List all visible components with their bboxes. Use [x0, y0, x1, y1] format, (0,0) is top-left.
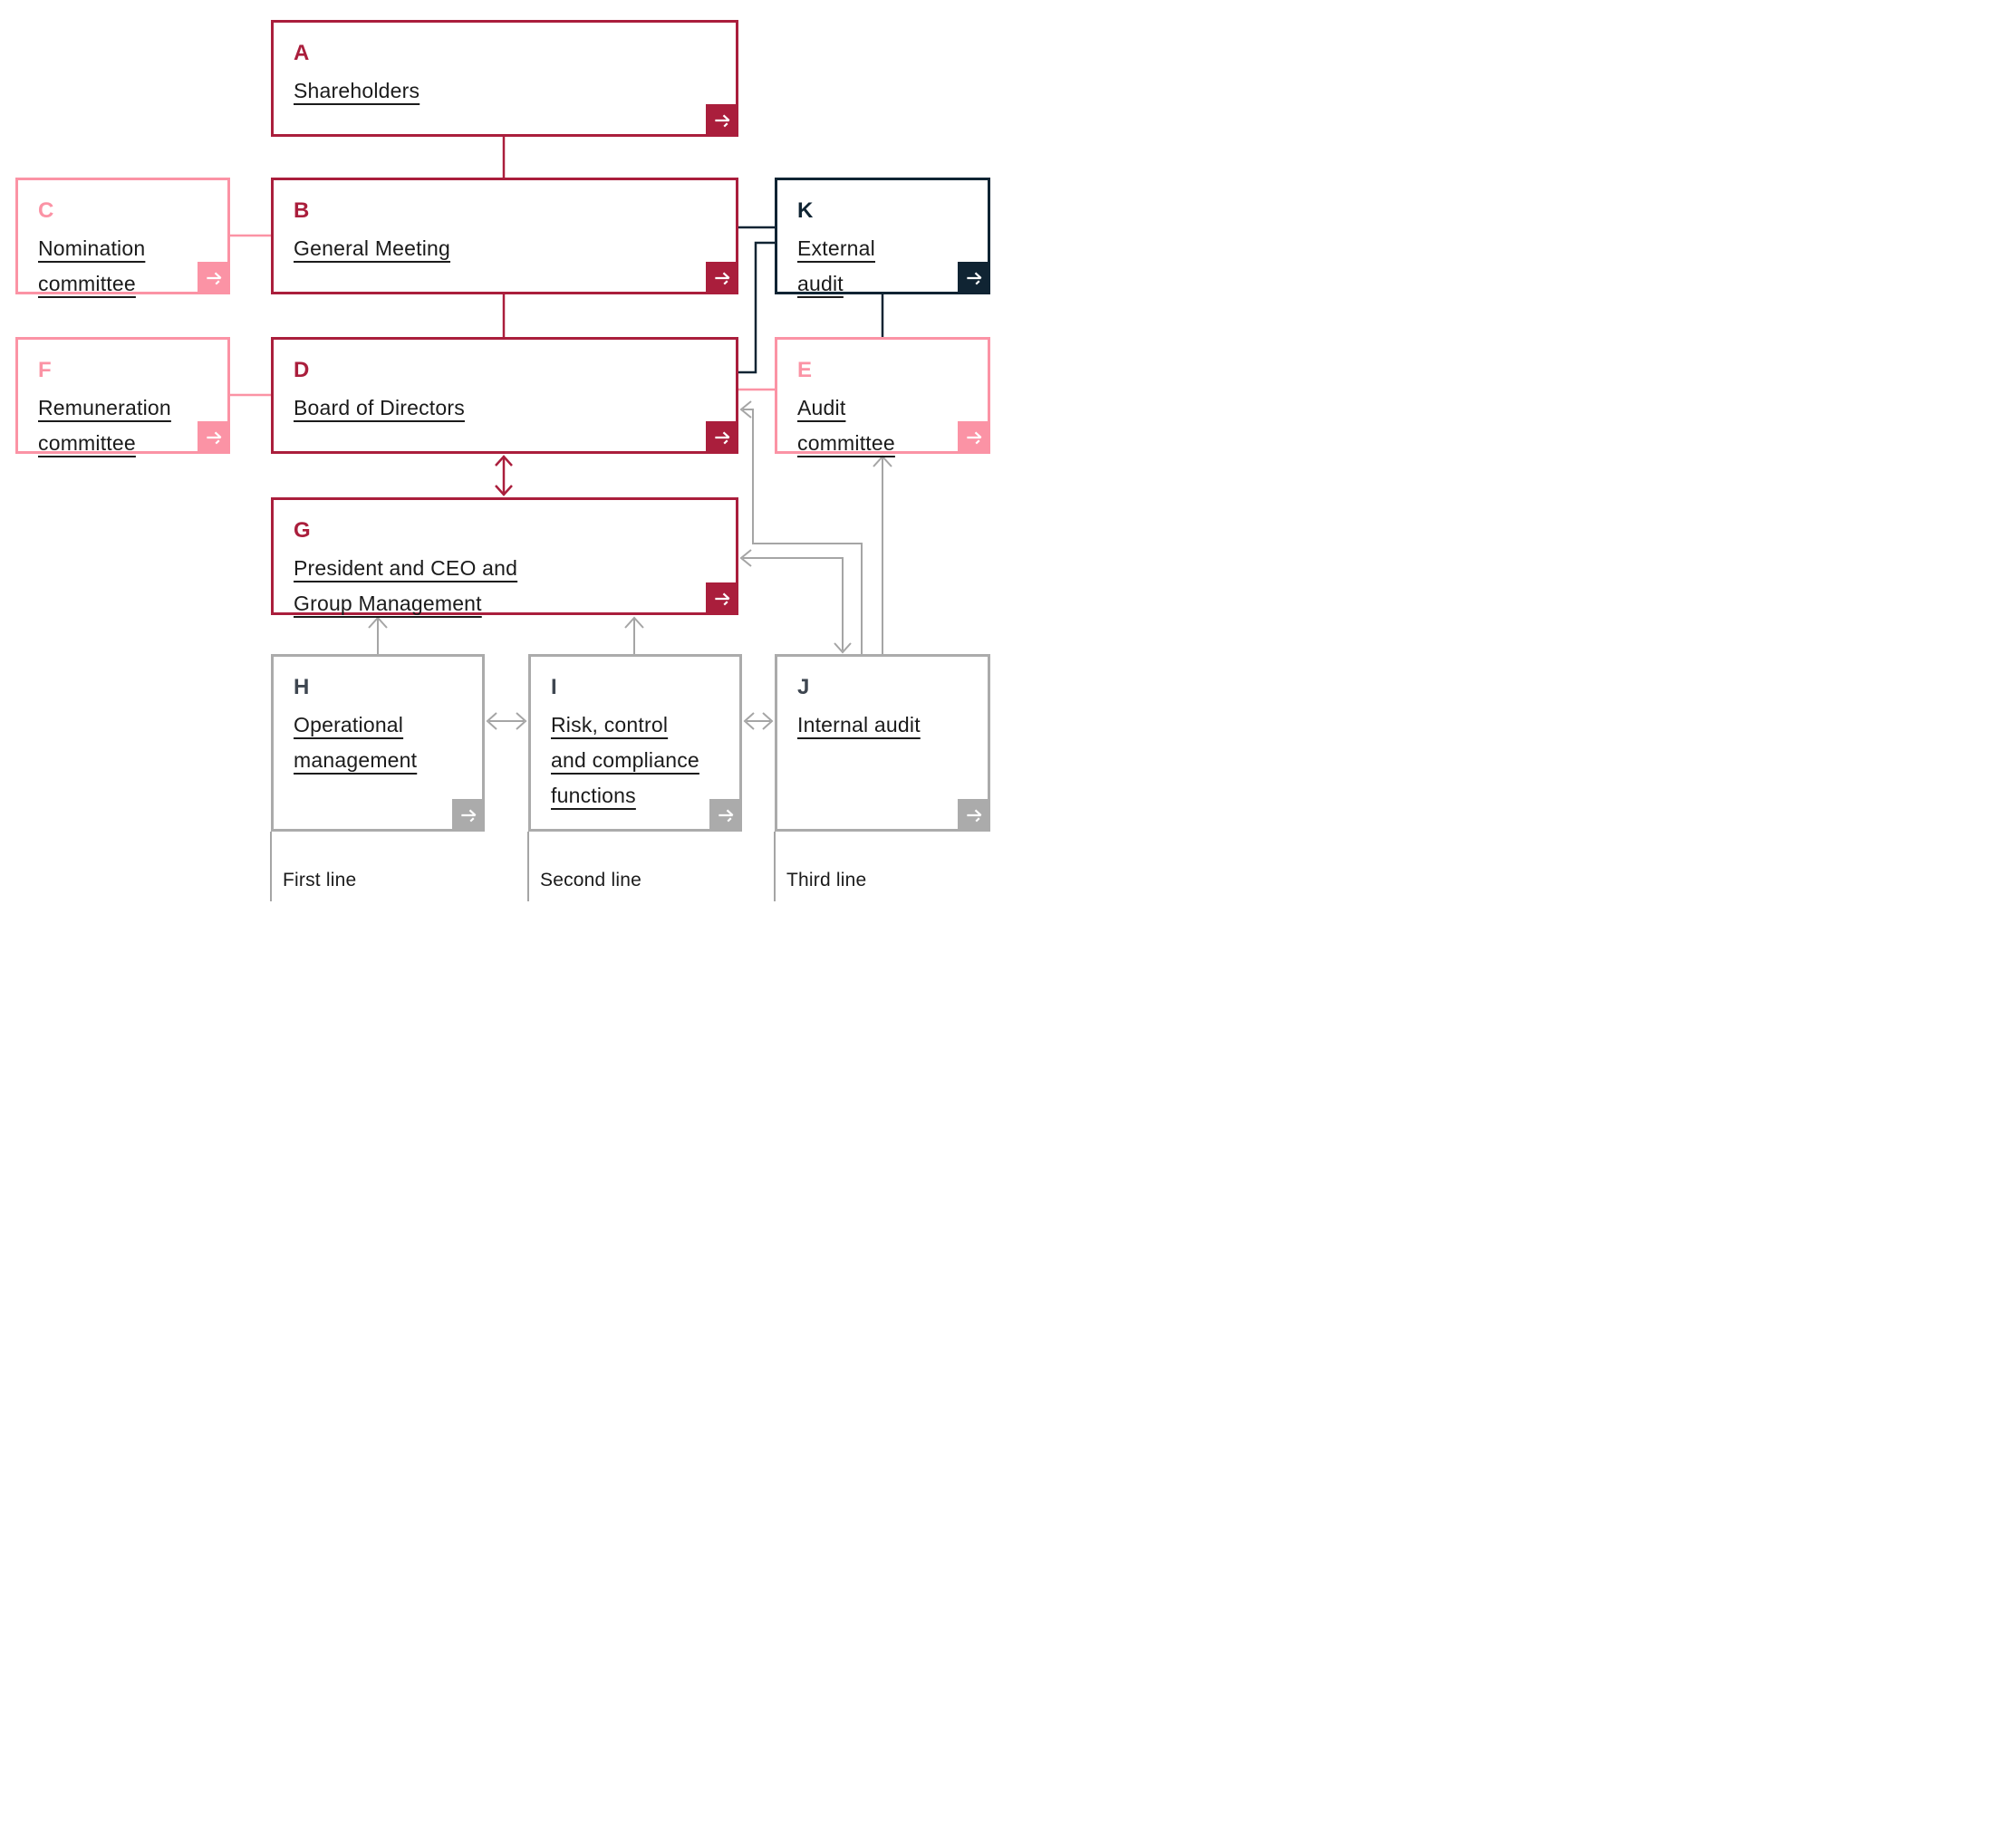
box-letter: E: [797, 358, 813, 382]
box-title-link[interactable]: External audit: [797, 236, 875, 295]
double-arrow-ceo-internalaudit: [739, 549, 852, 654]
arrow-right-icon[interactable]: [706, 582, 738, 615]
box-audit-committee[interactable]: E Audit committee: [775, 337, 990, 455]
box-letter: G: [294, 518, 312, 543]
box-shareholders[interactable]: A Shareholders: [271, 20, 738, 137]
box-external-audit[interactable]: K External audit: [775, 178, 990, 295]
box-title-link[interactable]: Internal audit: [797, 713, 921, 736]
box-remuneration-committee[interactable]: F Remuneration committee: [15, 337, 230, 455]
arrow-right-icon[interactable]: [706, 104, 738, 137]
box-letter: A: [294, 41, 310, 65]
box-title-link[interactable]: Risk, control and compliance functions: [551, 713, 699, 807]
double-arrow-board-ceo: [495, 455, 513, 496]
arrow-right-icon[interactable]: [709, 799, 742, 832]
double-arrow-operational-riskcontrol: [486, 712, 527, 730]
governance-diagram: A Shareholders B General Meeting C Nomin…: [0, 0, 1003, 924]
arrow-riskcontrol-ceo: [624, 616, 644, 654]
box-risk-control-compliance[interactable]: I Risk, control and compliance functions: [528, 654, 742, 832]
box-title-link[interactable]: Audit committee: [797, 396, 895, 455]
box-title-link[interactable]: Board of Directors: [294, 396, 465, 419]
arrow-right-icon[interactable]: [958, 421, 990, 454]
box-board-of-directors[interactable]: D Board of Directors: [271, 337, 738, 454]
box-title-link[interactable]: Shareholders: [294, 79, 420, 102]
box-letter: H: [294, 675, 310, 699]
double-arrow-riskcontrol-internalaudit: [743, 712, 774, 730]
arrow-operational-ceo: [368, 616, 388, 654]
arrow-right-icon[interactable]: [198, 421, 230, 454]
second-line-label: Second line: [540, 870, 641, 890]
box-internal-audit[interactable]: J Internal audit: [775, 654, 990, 832]
box-title-link[interactable]: Nomination committee: [38, 236, 146, 295]
box-letter: I: [551, 675, 558, 699]
arrow-internalaudit-auditcommittee: [873, 455, 892, 654]
box-title-link[interactable]: Operational management: [294, 713, 418, 772]
arrow-right-icon[interactable]: [452, 799, 485, 832]
arrow-right-icon[interactable]: [958, 799, 990, 832]
first-line-label: First line: [283, 870, 357, 890]
elbow-externalaudit-board: [738, 241, 775, 374]
box-title-link[interactable]: General Meeting: [294, 236, 451, 260]
arrow-right-icon[interactable]: [706, 421, 738, 454]
third-line-label: Third line: [786, 870, 867, 890]
box-letter: C: [38, 198, 54, 223]
box-nomination-committee[interactable]: C Nomination committee: [15, 178, 230, 295]
arrow-right-icon[interactable]: [958, 262, 990, 294]
box-title-link[interactable]: Remuneration committee: [38, 396, 171, 455]
box-letter: B: [294, 198, 310, 223]
box-letter: F: [38, 358, 53, 382]
box-letter: D: [294, 358, 310, 382]
box-title-link[interactable]: President and CEO and Group Management: [294, 556, 518, 615]
box-operational-management[interactable]: H Operational management: [271, 654, 485, 832]
arrow-right-icon[interactable]: [706, 262, 738, 294]
box-letter: J: [797, 675, 810, 699]
box-letter: K: [797, 198, 814, 223]
box-president-ceo-group-management[interactable]: G President and CEO and Group Management: [271, 497, 738, 615]
box-general-meeting[interactable]: B General Meeting: [271, 178, 738, 294]
arrow-right-icon[interactable]: [198, 262, 230, 294]
